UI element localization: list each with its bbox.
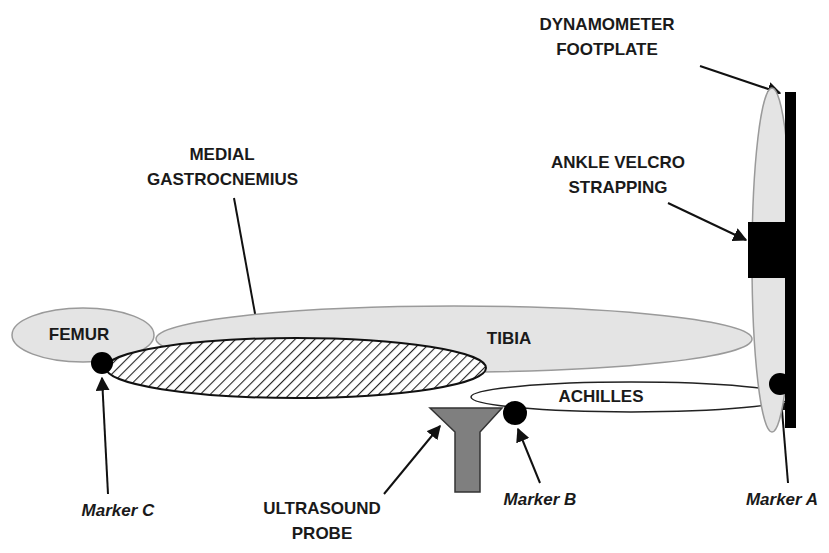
gastrocnemius-muscle: [106, 338, 486, 398]
velcro-strap: [748, 222, 786, 278]
ultrasound-probe: [430, 408, 502, 492]
marker-label: Marker A: [742, 487, 822, 512]
leader-line: [518, 429, 540, 483]
part-label: MEDIAL GASTROCNEMIUS: [147, 142, 297, 192]
leader-line: [700, 66, 780, 93]
part-name: TIBIA: [487, 329, 531, 349]
marker-dot: [91, 352, 113, 374]
marker-label: Marker B: [495, 487, 585, 512]
part-label: ULTRASOUND PROBE: [257, 496, 387, 546]
part-label: ANKLE VELCRO STRAPPING: [538, 150, 698, 200]
part-label: DYNAMOMETER FOOTPLATE: [532, 12, 682, 62]
marker-dot: [503, 401, 527, 425]
marker-label: Marker C: [73, 498, 163, 523]
leader-line: [102, 378, 108, 494]
leader-line: [384, 426, 440, 494]
leader-line: [668, 203, 746, 240]
part-name: ACHILLES: [559, 387, 644, 407]
part-name: FEMUR: [49, 325, 109, 345]
marker-dot: [769, 373, 791, 395]
